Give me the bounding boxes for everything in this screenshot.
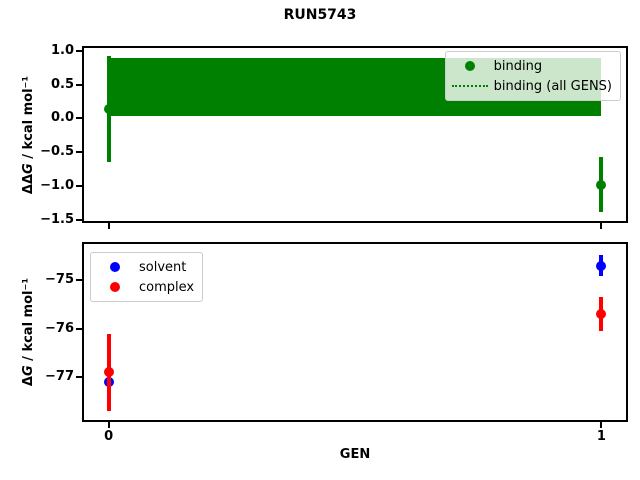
y-tick-label: −77: [45, 369, 74, 385]
y-tick-label: −1.5: [40, 211, 74, 227]
x-tick-label: 1: [596, 429, 606, 444]
binding-point: [103, 103, 114, 114]
legend-label: solvent: [139, 259, 187, 275]
axes-dg-plot: [82, 242, 628, 422]
y-tick-mark: [76, 376, 82, 379]
binding-dot-icon: [464, 61, 475, 71]
legend-label: binding (all GENS): [493, 78, 612, 94]
y-tick-label: −0.5: [40, 144, 74, 160]
x-tick-mark: [600, 422, 603, 428]
complex-dot-icon: [110, 282, 120, 292]
y-tick-label: −75: [45, 272, 74, 288]
y-axis-label-ddg: ΔΔG / kcal mol⁻¹: [21, 35, 39, 235]
y-tick-mark: [76, 117, 82, 120]
legend-binding: binding binding (all GENS): [444, 51, 621, 101]
legend-item-solvent: solvent: [95, 257, 194, 277]
y-tick-mark: [76, 49, 82, 52]
y-tick-label: −76: [45, 320, 74, 336]
legend-item-complex: complex: [95, 277, 194, 297]
dotted-line-icon: [451, 85, 488, 87]
y-tick-label: 0.0: [50, 110, 74, 126]
y-tick-mark: [76, 218, 82, 221]
legend-label: complex: [139, 279, 195, 295]
binding-point: [596, 179, 607, 190]
x-tick-label: 0: [104, 429, 114, 444]
complex-point: [596, 309, 607, 320]
y-tick-mark: [76, 184, 82, 187]
solvent-point: [596, 260, 607, 271]
complex-point: [103, 367, 114, 378]
y-tick-mark: [76, 151, 82, 154]
x-axis-label: GEN: [339, 447, 371, 462]
x-tick-mark: [107, 422, 110, 428]
legend-item-binding: binding: [450, 56, 612, 76]
y-tick-label: −1.0: [40, 177, 74, 193]
y-tick-mark: [76, 327, 82, 330]
y-tick-label: 0.5: [50, 76, 74, 92]
y-tick-label: 1.0: [50, 42, 74, 58]
ylabel-symbol: G: [21, 163, 36, 174]
solvent-dot-icon: [110, 262, 120, 272]
figure-title: RUN5743: [283, 7, 357, 23]
axes-ddg-plot: [82, 46, 628, 223]
legend-item-binding-all-gens: binding (all GENS): [450, 76, 612, 96]
y-tick-mark: [76, 279, 82, 282]
legend-dg: solvent complex: [90, 252, 204, 302]
x-tick-mark: [600, 223, 603, 229]
x-tick-mark: [107, 223, 110, 229]
y-tick-mark: [76, 83, 82, 86]
legend-label: binding: [493, 58, 543, 74]
